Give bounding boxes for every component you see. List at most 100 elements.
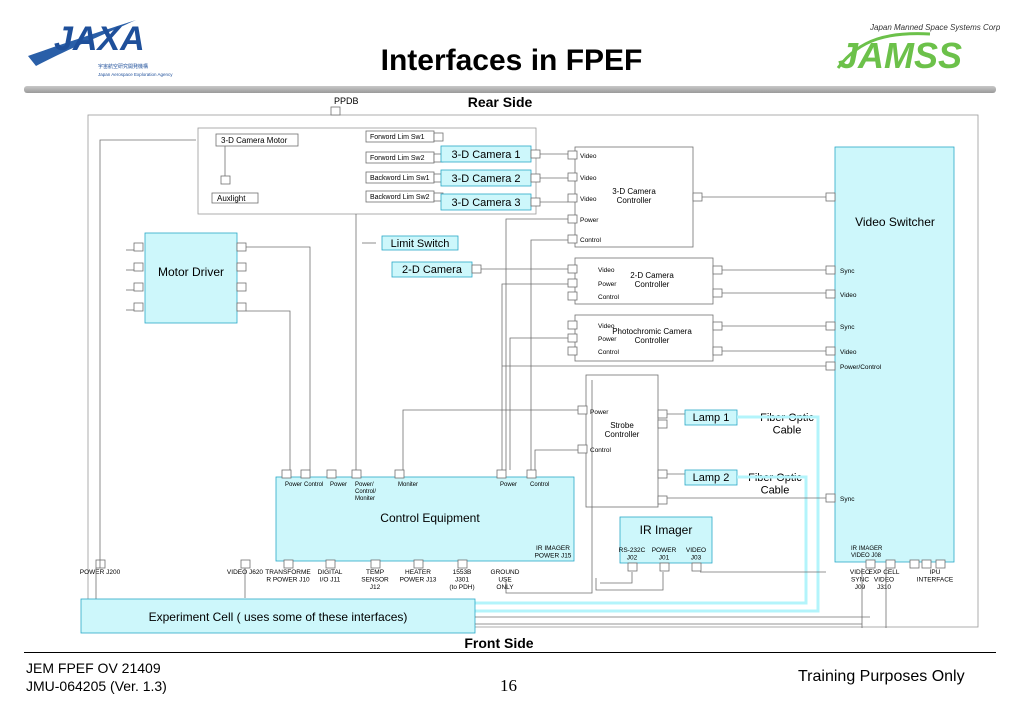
ctrl-2d-port-connector [567,264,578,274]
video-switcher-port-connector [825,289,836,299]
ce-port-label: Control [530,482,549,488]
lim-sw-label: Backword Lim Sw1 [370,175,430,182]
strobe-connector [577,405,588,415]
ir-port-connector [659,562,670,572]
lim-sw-label: Backword Lim Sw2 [370,194,430,201]
bottom-connector-video-j620 [240,559,251,569]
auxlight-box [211,192,259,204]
camera-3d-connector [530,173,541,183]
ctrl-3d-port-connector [567,172,578,182]
video-switcher-box [834,146,955,563]
ir-power-line [595,572,664,591]
motor-driver-right-connector [236,242,247,252]
video-switcher-port-label: Sync [840,496,855,503]
ctrl-photo-box [574,314,714,362]
ctrl-2d-port-connector [567,291,578,301]
bottom-connector-heater-power-j13 [413,559,424,569]
limit-switch-label: Limit Switch [391,238,450,250]
control-equipment-box [275,476,575,562]
video-switcher-port-connector [825,493,836,503]
motor-driver-left-connector [133,262,144,272]
header-divider [24,86,996,93]
jaxa-logo-text: JAXA [54,20,145,58]
ctrl-3d-box [574,146,694,248]
ctrl-photo-output-connector [712,321,723,331]
ce-port-label: Power [285,482,302,488]
motor-driver-power-line [246,310,291,476]
ctrl-3d-output-connector [692,192,703,202]
footer-note: Training Purposes Only [798,668,965,685]
front-side-label: Front Side [464,635,533,651]
control-equipment-label: Control Equipment [380,511,480,525]
power-j200-line [99,139,196,568]
camera-2d-connector [471,264,482,274]
camera-2d-label: 2-D Camera [402,264,463,276]
ctrl-2d-port-label: Video [598,267,615,274]
ctrl-2d-port-label: Control [598,294,620,301]
ce-strobe-power-line [402,409,578,470]
ce-port-connector [300,469,311,479]
ctrl-3d-port-label: Video [580,175,597,182]
lamp-label: Lamp 1 [693,412,730,424]
ce-port-connector [526,469,537,479]
video-switcher-port-label: Video [840,292,857,299]
jamss-swoosh-icon [836,32,931,69]
ctrl-photo-port-connector [567,320,578,330]
ctrl-2d-port-label: Power [598,281,617,288]
ctrl-2d-port-connector [567,278,578,288]
ce-port-connector [281,469,292,479]
bottom-label-power-j200: POWER J200 [80,569,121,576]
camera-motor-label: 3-D Camera Motor [221,136,288,145]
footer-doc-line1: JEM FPEF OV 21409 [26,660,161,676]
jamss-caption: Japan Manned Space Systems Corporation [869,23,1000,32]
page-title: Interfaces in FPEF [380,44,643,77]
ir-imager-label: IR Imager [640,523,693,537]
jaxa-logo-subtext-en: Japan Aerospace Exploration Agency [98,72,173,77]
fiber-cable-1 [737,415,820,613]
ipu-connector [865,559,876,569]
fiber-cable-2 [737,475,808,605]
jaxa-swoosh-icon [28,20,136,66]
rack-frame [87,114,979,628]
video-switcher-input-connector [825,192,836,202]
camera-3d-label: 3-D Camera 2 [451,173,520,185]
strobe-output-connector [657,419,668,429]
motor-driver-control-line [246,246,311,476]
video-switcher-port-label: Sync [840,324,855,331]
bottom-connector-temp-sensor-j12 [370,559,381,569]
ce-strobe-control-line [534,449,578,470]
experiment-cell-label: Experiment Cell ( uses some of these int… [149,610,408,624]
ctrl-3d-port-label: Video [580,196,597,203]
video-switcher-port-label: Power/Control [840,364,882,371]
experiment-cell-box [80,598,476,634]
ce-port-connector [496,469,507,479]
motor-driver-left-connector [133,302,144,312]
ctrl-photo-port-label: Video [598,323,615,330]
camera-3d-label: 3-D Camera 3 [451,197,520,209]
video-switcher-port-connector [825,321,836,331]
lim-sw-connector [433,132,444,142]
strobe-port-label: Power [590,409,609,416]
auxlight-label: Auxlight [217,194,246,203]
ce-photo-power-line [509,337,568,470]
ce-port-label: Control [304,482,323,488]
ctrl-2d-box [574,257,714,305]
jaxa-logo: JAXA 宇宙航空研究開発機構 Japan Aerospace Explorat… [28,20,173,77]
jamss-logo: Japan Manned Space Systems Corporation J… [836,23,1000,74]
ir-imager-box [619,516,713,564]
ipu-connector [909,559,920,569]
camera-3d-connector [530,149,541,159]
ctrl-3d-port-connector [567,234,578,244]
video-switcher-port-connector [825,346,836,356]
lim-sw-label: Forword Lim Sw2 [370,155,425,162]
